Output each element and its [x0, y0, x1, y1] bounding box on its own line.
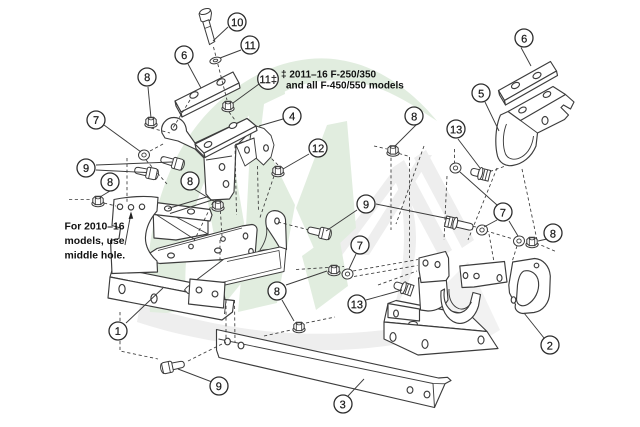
- svg-text:6: 6: [181, 50, 187, 62]
- svg-text:11: 11: [245, 40, 256, 52]
- svg-text:8: 8: [550, 229, 556, 241]
- svg-text:middle hole.: middle hole.: [65, 251, 126, 262]
- svg-text:For 2010–16: For 2010–16: [65, 222, 125, 233]
- svg-text:7: 7: [93, 115, 99, 127]
- svg-text:8: 8: [144, 72, 150, 84]
- svg-text:6: 6: [521, 33, 527, 45]
- svg-text:5: 5: [478, 88, 484, 100]
- svg-text:‡ 2011–16 F-250/350: ‡ 2011–16 F-250/350: [281, 69, 377, 80]
- svg-text:9: 9: [363, 199, 369, 211]
- svg-text:8: 8: [187, 176, 193, 188]
- svg-text:13: 13: [351, 299, 363, 311]
- svg-text:13: 13: [450, 124, 462, 136]
- svg-text:7: 7: [357, 240, 363, 252]
- svg-text:2: 2: [547, 341, 553, 353]
- svg-text:and all F-450/550 models: and all F-450/550 models: [286, 80, 404, 91]
- svg-text:3: 3: [340, 399, 346, 411]
- svg-text:8: 8: [411, 111, 417, 123]
- svg-text:9: 9: [216, 381, 222, 393]
- svg-text:9: 9: [83, 163, 89, 175]
- svg-text:10: 10: [231, 17, 243, 29]
- svg-text:12: 12: [312, 143, 324, 155]
- svg-text:11‡: 11‡: [259, 74, 277, 86]
- svg-text:7: 7: [500, 207, 506, 219]
- svg-text:models, use: models, use: [65, 236, 125, 247]
- svg-text:4: 4: [289, 111, 295, 123]
- svg-text:8: 8: [107, 177, 113, 189]
- svg-text:1: 1: [115, 326, 121, 338]
- svg-text:8: 8: [274, 286, 280, 298]
